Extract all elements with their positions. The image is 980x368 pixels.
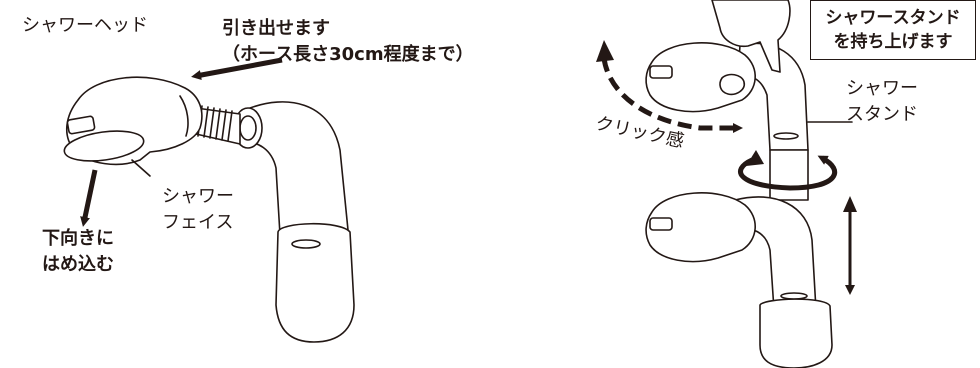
lift-instruction-box: シャワースタンド を持ち上げます — [810, 0, 976, 60]
right-upper-button — [649, 65, 673, 79]
right-lower-head — [645, 192, 756, 263]
left-faucet-illustration — [63, 76, 355, 343]
right-spout-base — [759, 298, 833, 368]
shower-face-leader — [131, 159, 151, 177]
left-spout-slot — [291, 239, 321, 249]
shower-face-label: シャワー フェイス — [162, 186, 234, 233]
hand-icon — [711, 0, 791, 73]
left-shower-face — [63, 130, 145, 162]
pull-out-label: 引き出せます （ホース長さ30cm程度まで） — [222, 18, 474, 65]
left-spout-base — [275, 222, 355, 343]
click-feel-arrow — [601, 57, 743, 133]
shower-stand-label: シャワー スタンド — [846, 78, 918, 125]
right-lower-button — [649, 217, 673, 231]
left-head-button — [66, 115, 96, 135]
pull-out-arrow — [191, 57, 283, 81]
right-faucet-illustration — [645, 0, 837, 368]
rotation-arrow — [738, 155, 837, 191]
right-stand-column — [769, 149, 809, 201]
insert-down-arrow — [80, 169, 98, 227]
shower-head-label: シャワーヘッド — [22, 15, 148, 36]
left-hose-spring — [195, 105, 241, 145]
insert-label: 下向きに はめ込む — [42, 228, 114, 275]
